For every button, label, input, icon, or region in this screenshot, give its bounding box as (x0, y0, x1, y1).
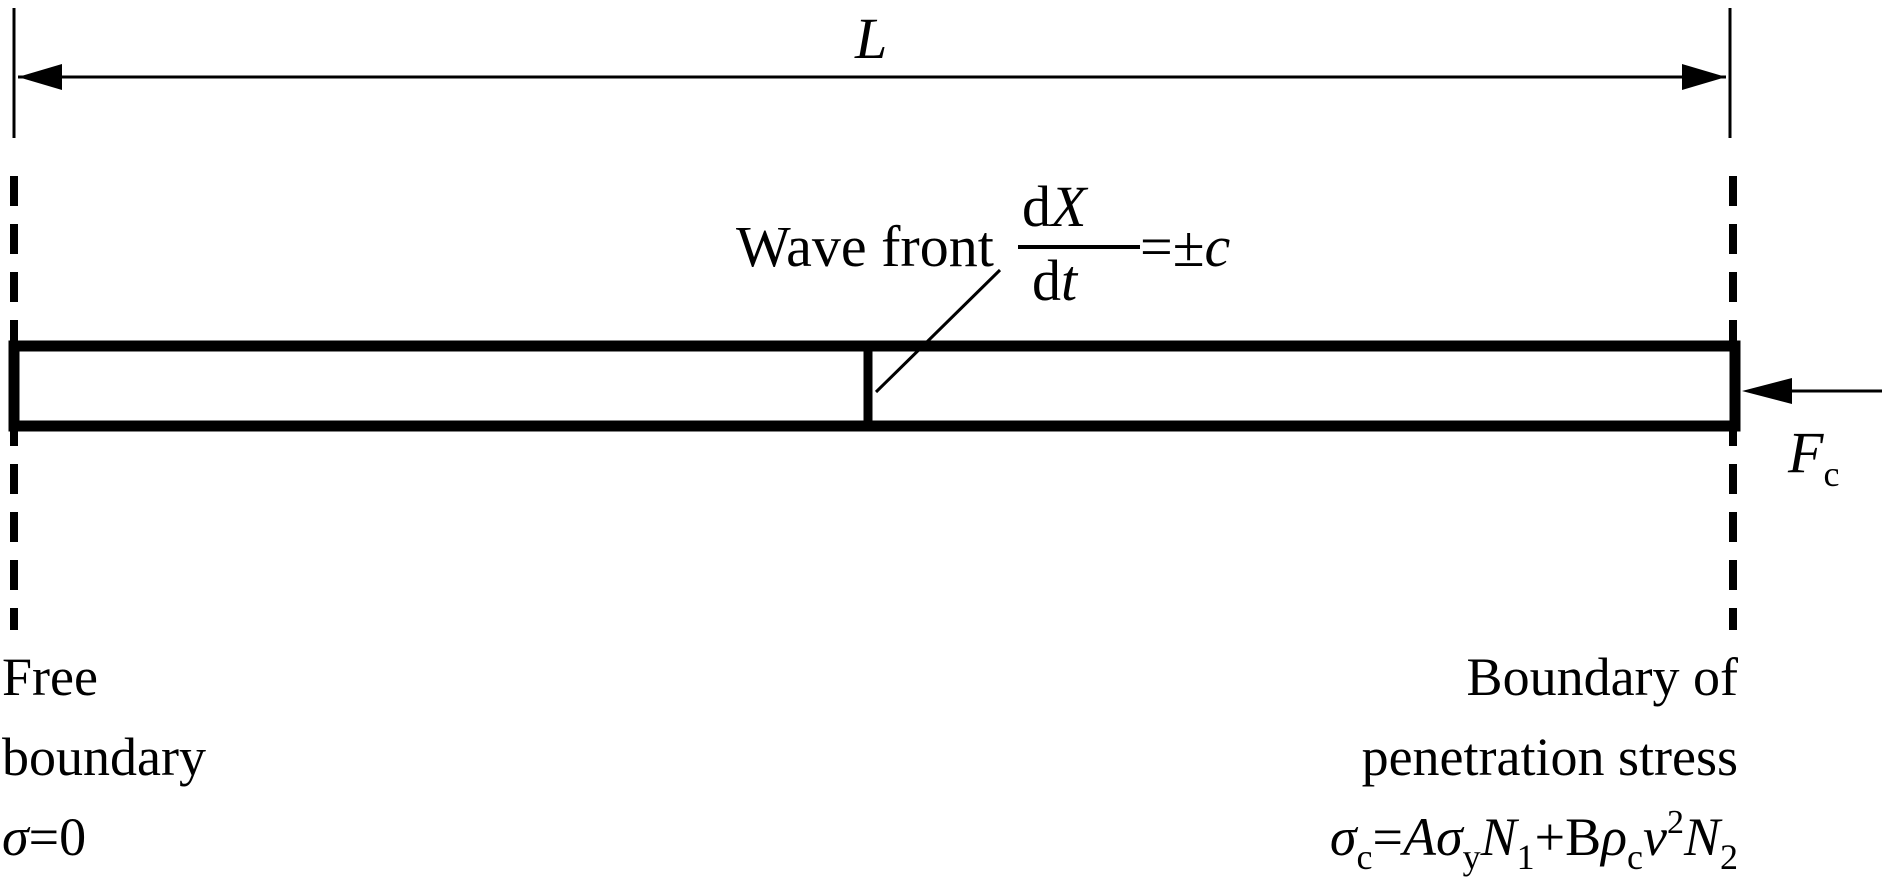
rhs-equals: =± (1140, 214, 1205, 279)
left-sigma: σ (2, 807, 29, 867)
formula-sigma-y: σ (1435, 807, 1463, 867)
fraction-rhs: =±c (1140, 218, 1230, 276)
left-condition-value: =0 (28, 807, 87, 867)
formula-n2: N (1683, 807, 1720, 867)
force-arrow-head (1742, 378, 1792, 404)
length-arrow-right-head (1682, 64, 1726, 90)
formula-rho: ρ (1601, 807, 1628, 867)
fraction-numerator: dX (1022, 178, 1086, 236)
length-label: L (855, 6, 888, 71)
rhs-variable: c (1204, 214, 1231, 279)
penetration-stress-formula: σc=AσyN1+Bρcv2N2 (1329, 806, 1738, 876)
left-boundary-condition: σ=0 (2, 810, 86, 864)
formula-plus-b: +B (1534, 807, 1602, 867)
fraction-bar (1018, 245, 1140, 249)
left-boundary-line-1: Free (2, 647, 98, 707)
denominator-variable: t (1061, 248, 1078, 313)
right-boundary-line-2: penetration stress (1361, 727, 1738, 787)
right-boundary-line-1: Boundary of (1466, 647, 1738, 707)
force-subscript: c (1823, 454, 1840, 494)
force-symbol: F (1788, 420, 1824, 485)
formula-sup-2: 2 (1666, 804, 1684, 841)
fraction-denominator: dt (1032, 252, 1077, 310)
formula-sub-y: y (1462, 837, 1481, 877)
numerator-d: d (1022, 174, 1051, 239)
wave-speed-fraction: dX dt (1018, 178, 1140, 310)
bar (8, 340, 1741, 432)
formula-n1: N (1480, 807, 1517, 867)
wave-front-label: Wave front (736, 214, 994, 279)
wave-front-leader-line (874, 268, 1002, 394)
length-arrow-left-head (18, 64, 62, 90)
formula-sigma: σ (1329, 807, 1357, 867)
formula-sub-2: 2 (1720, 837, 1738, 877)
formula-v: v (1643, 807, 1667, 867)
left-boundary-line-2: boundary (2, 727, 206, 787)
formula-equals: = (1372, 807, 1403, 867)
numerator-variable: X (1051, 174, 1087, 239)
formula-a: A (1402, 807, 1436, 867)
denominator-d: d (1032, 248, 1061, 313)
formula-sub-1: 1 (1516, 837, 1535, 877)
formula-sub-c: c (1356, 837, 1373, 877)
force-label: Fc (1788, 424, 1839, 493)
formula-sub-c2: c (1627, 837, 1643, 877)
